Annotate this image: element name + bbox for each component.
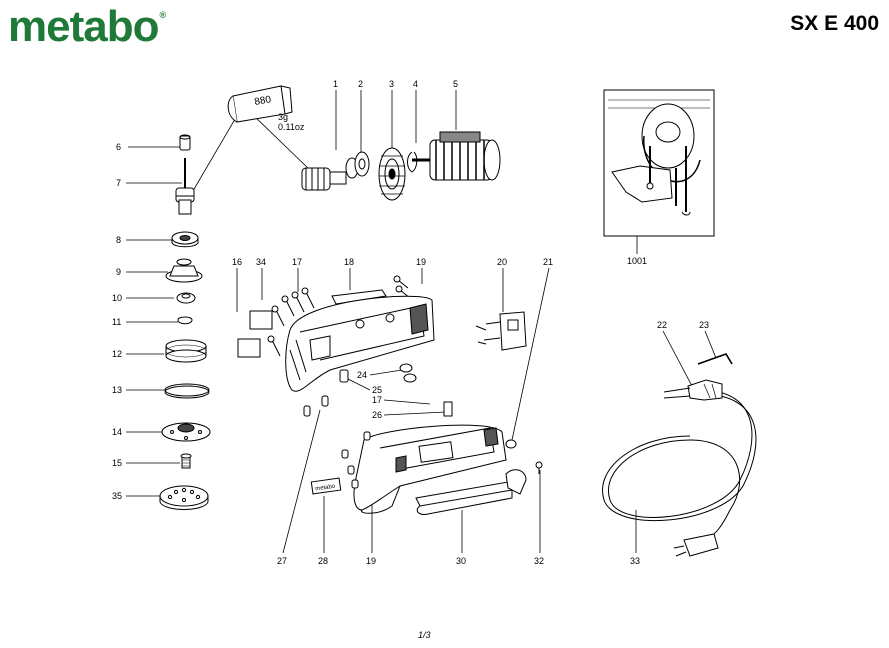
decal-text: metabo	[315, 484, 336, 493]
callout-1: 1	[333, 79, 338, 89]
callout-7: 7	[116, 178, 121, 188]
part-9-bearing-cap	[165, 258, 203, 283]
callout-17a: 17	[292, 257, 302, 267]
callout-28: 28	[318, 556, 328, 566]
leader-lines	[126, 90, 717, 554]
callout-35: 35	[112, 491, 122, 501]
part-21-nut	[505, 439, 517, 449]
callout-5: 5	[453, 79, 458, 89]
brand-logo: metabo®	[8, 2, 166, 52]
part-15-screw	[180, 453, 192, 469]
callout-25: 25	[372, 385, 382, 395]
callout-32: 32	[534, 556, 544, 566]
brand-name: metabo	[8, 2, 159, 51]
callout-22: 22	[657, 320, 667, 330]
part-24b-washer	[403, 373, 417, 383]
part-14-disc	[161, 422, 211, 442]
part-18-plate	[331, 289, 387, 305]
part-33-power-cable	[602, 379, 757, 557]
part-8-bearing	[171, 231, 199, 248]
callout-6: 6	[116, 142, 121, 152]
callout-26: 26	[372, 410, 382, 420]
callout-21: 21	[543, 257, 553, 267]
grease-tube	[227, 85, 293, 123]
callout-10: 10	[112, 293, 122, 303]
part-17-screws	[267, 275, 411, 357]
part-19-housing-assembled	[341, 424, 507, 514]
part-25-sleeve	[339, 369, 349, 383]
callout-14: 14	[112, 427, 122, 437]
part-24-washer	[399, 363, 413, 373]
part-13-clamp-band	[164, 383, 210, 399]
part-26-clip	[443, 401, 453, 417]
part-32-screw	[535, 461, 543, 474]
callout-18: 18	[344, 257, 354, 267]
callout-13: 13	[112, 385, 122, 395]
part-34-label	[249, 310, 273, 330]
part-5-armature	[412, 131, 501, 181]
callout-34: 34	[256, 257, 266, 267]
part-19-housing-half	[285, 295, 435, 392]
part-20-switch	[475, 311, 527, 351]
part-12-ring	[165, 339, 207, 363]
part-7-spindle	[175, 158, 195, 215]
inset-1001-wiring	[603, 89, 715, 237]
callout-9: 9	[116, 267, 121, 277]
callout-12: 12	[112, 349, 122, 359]
callout-20: 20	[497, 257, 507, 267]
part-27-pins	[321, 395, 329, 407]
part-3-fan	[378, 147, 406, 201]
part-4-circlip	[407, 151, 418, 173]
callout-17b: 17	[372, 395, 382, 405]
part-6-sleeve	[179, 134, 191, 151]
callout-19b: 19	[366, 556, 376, 566]
callout-3: 3	[389, 79, 394, 89]
callout-1001: 1001	[627, 256, 647, 266]
model-title: SX E 400	[790, 12, 879, 35]
part-16-label	[237, 338, 261, 358]
page-number: 1/3	[418, 630, 431, 640]
callout-30: 30	[456, 556, 466, 566]
part-10-eccentric	[176, 292, 196, 304]
grease-amount-g: 3g	[278, 112, 288, 122]
callout-24: 24	[357, 370, 367, 380]
callout-15: 15	[112, 458, 122, 468]
callout-numbers: 1 2 3 4 5 6 7 8 9 10 11 12 13 14 15 35 1…	[112, 79, 709, 566]
callout-27: 27	[277, 556, 287, 566]
registered-mark: ®	[159, 10, 166, 20]
part-28-decal	[310, 477, 342, 495]
part-35-sanding-pad	[159, 485, 209, 510]
callout-16: 16	[232, 257, 242, 267]
callout-33: 33	[630, 556, 640, 566]
part-11-clip	[177, 316, 193, 325]
part-23-hex-key	[697, 353, 733, 365]
callout-4: 4	[413, 79, 418, 89]
grease-code: 880	[254, 94, 273, 108]
part-1-pinion	[301, 167, 347, 191]
part-2-bearing	[345, 151, 370, 179]
callout-23: 23	[699, 320, 709, 330]
grease-amount-oz: 0.11oz	[278, 122, 305, 132]
callout-8: 8	[116, 235, 121, 245]
part-30-dust-tube	[415, 469, 527, 515]
callout-11: 11	[112, 317, 121, 327]
callout-19a: 19	[416, 257, 426, 267]
callout-2: 2	[358, 79, 363, 89]
grease-tube-text: 880 3g 0.11oz	[254, 94, 305, 132]
